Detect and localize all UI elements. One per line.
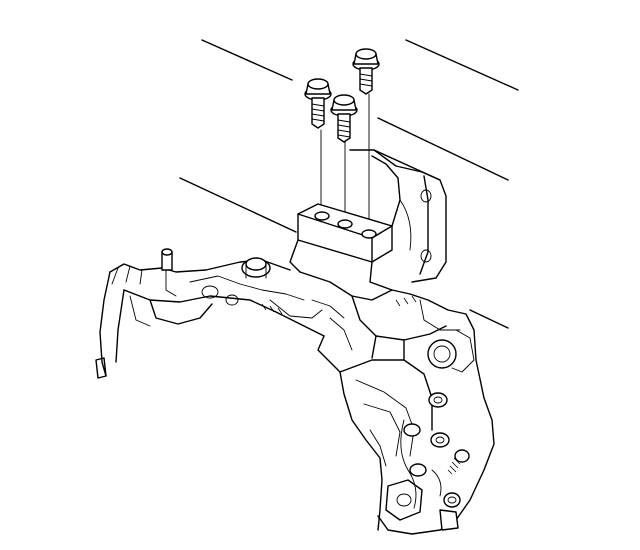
reference-lines — [179, 39, 519, 329]
bolt-right — [352, 48, 380, 95]
transmission-case-arm — [95, 248, 325, 379]
bolt-middle — [330, 94, 358, 143]
bolt-left — [304, 78, 332, 129]
alignment-lines — [320, 93, 370, 231]
transmission-case-body — [261, 271, 495, 535]
mount-bracket — [289, 149, 447, 291]
